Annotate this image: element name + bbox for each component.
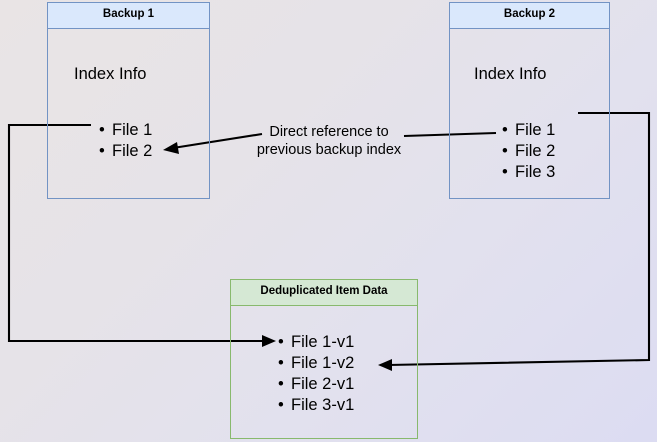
node-backup-2-body: Index Info File 1 File 2 File 3 xyxy=(450,29,609,200)
node-dedup-body: File 1-v1 File 1-v2 File 2-v1 File 3-v1 xyxy=(231,306,417,440)
backup-1-file-list: File 1 File 2 xyxy=(98,120,152,162)
node-backup-1[interactable]: Backup 1 Index Info File 1 File 2 xyxy=(47,2,210,199)
node-backup-1-title: Backup 1 xyxy=(48,3,209,29)
list-item: File 2-v1 xyxy=(278,374,354,395)
list-item: File 3-v1 xyxy=(278,395,354,416)
edge-label-direct-reference: Direct reference to previous backup inde… xyxy=(249,123,409,159)
list-item: File 1-v1 xyxy=(278,332,354,353)
edge-label-line-1: Direct reference to xyxy=(269,124,389,140)
backup-2-index-info-label: Index Info xyxy=(474,64,547,83)
list-item: File 1-v2 xyxy=(278,353,354,374)
list-item: File 3 xyxy=(502,162,555,183)
backup-2-file-list: File 1 File 2 File 3 xyxy=(501,120,555,183)
node-backup-1-body: Index Info File 1 File 2 xyxy=(48,29,209,200)
edge-label-line-2: previous backup index xyxy=(256,142,402,158)
list-item: File 1 xyxy=(99,120,152,141)
node-deduplicated-item-data[interactable]: Deduplicated Item Data File 1-v1 File 1-… xyxy=(230,279,418,439)
dedup-file-list: File 1-v1 File 1-v2 File 2-v1 File 3-v1 xyxy=(277,332,354,416)
list-item: File 1 xyxy=(502,120,555,141)
list-item: File 2 xyxy=(99,141,152,162)
list-item: File 2 xyxy=(502,141,555,162)
node-backup-2-title: Backup 2 xyxy=(450,3,609,29)
node-backup-2[interactable]: Backup 2 Index Info File 1 File 2 File 3 xyxy=(449,2,610,199)
node-dedup-title: Deduplicated Item Data xyxy=(231,280,417,306)
backup-1-index-info-label: Index Info xyxy=(74,64,147,83)
